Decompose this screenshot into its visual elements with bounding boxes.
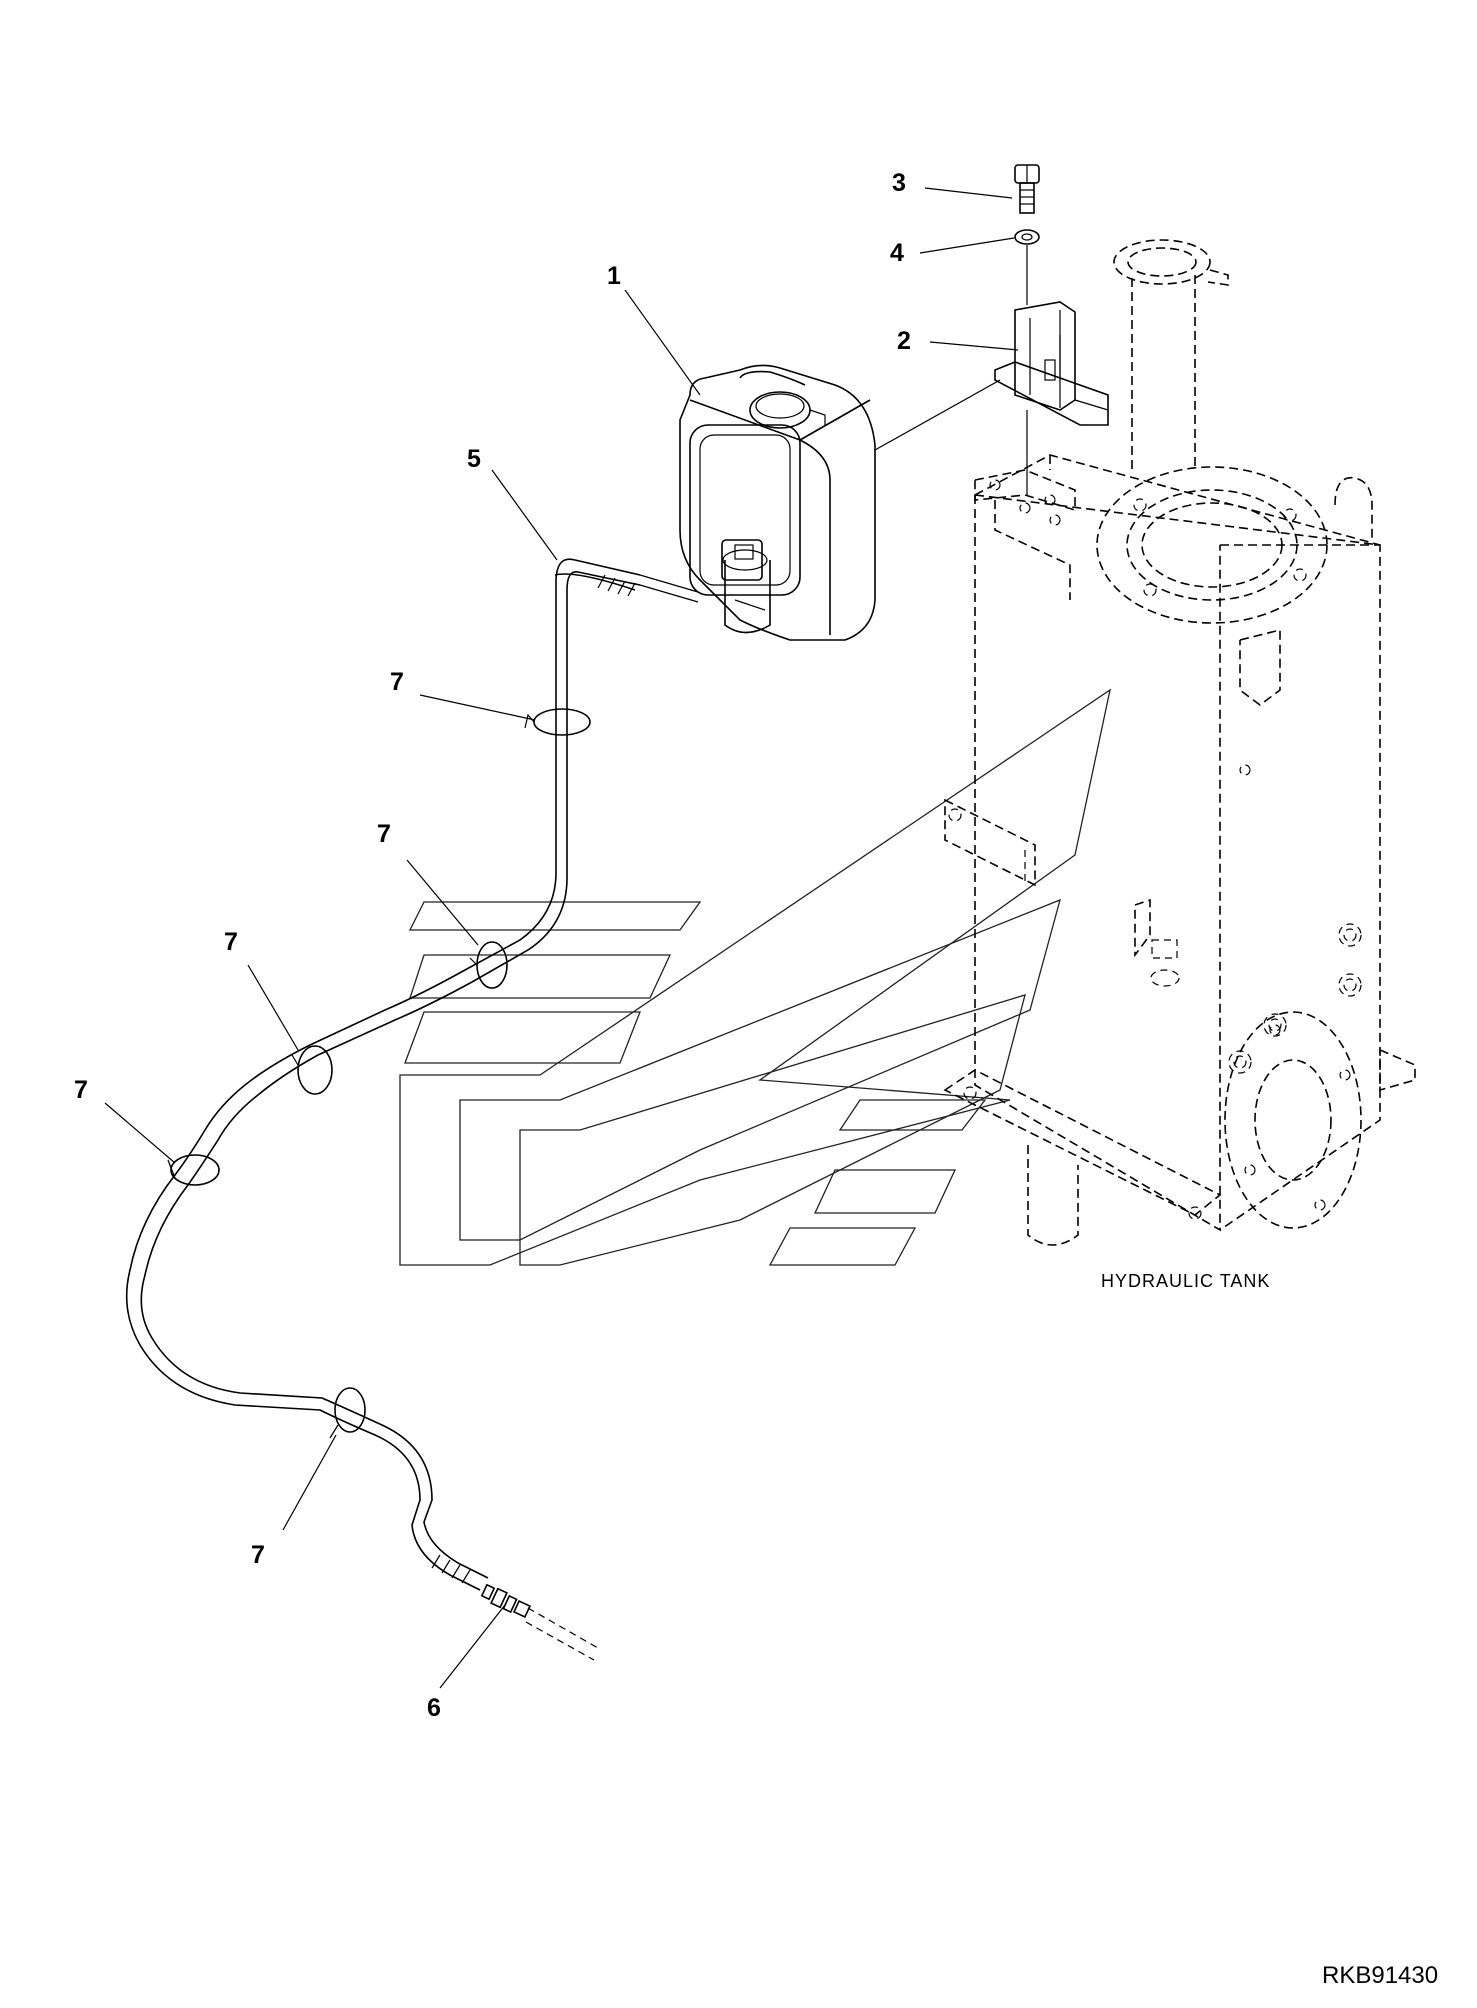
callout-5: 5 (467, 445, 481, 473)
washer-tank (679, 364, 876, 641)
callout-1: 1 (607, 262, 621, 290)
hose-clip-4 (167, 1154, 220, 1186)
callout-7-b: 7 (377, 820, 391, 848)
callout-7-a: 7 (390, 668, 404, 696)
hose-clip-1 (524, 708, 591, 736)
callout-7-c: 7 (224, 928, 238, 956)
hose-connector (431, 1554, 599, 1661)
hose-clip-5 (329, 1387, 366, 1439)
hydraulic-tank (943, 239, 1416, 1246)
callout-6: 6 (427, 1694, 441, 1722)
washer-hose (125, 558, 699, 1591)
callout-3: 3 (892, 169, 906, 197)
watermark-logo (399, 688, 1111, 1266)
hose-clip-2 (469, 941, 508, 989)
callout-7-d: 7 (74, 1076, 88, 1104)
washer-tank-bracket (994, 301, 1109, 426)
callout-7-e: 7 (251, 1541, 265, 1569)
lock-washer (1014, 229, 1040, 245)
hose-clip-3 (291, 1045, 333, 1095)
drawing-code: RKB91430 (1322, 1962, 1438, 1989)
callout-4: 4 (890, 239, 904, 267)
leader-lines (104, 187, 1019, 1689)
callout-2: 2 (897, 327, 911, 355)
bolt (1014, 164, 1040, 214)
hydraulic-tank-label: HYDRAULIC TANK (1101, 1271, 1270, 1291)
